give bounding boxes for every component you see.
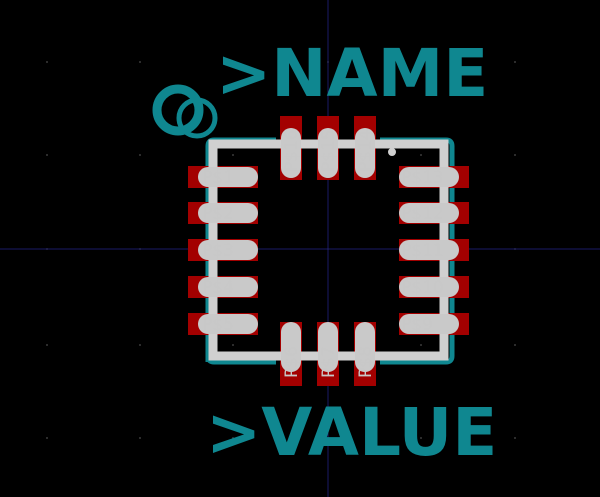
paste-right bbox=[399, 277, 459, 297]
paste-bottom bbox=[355, 322, 375, 372]
grid-dot bbox=[514, 61, 516, 63]
pin-label-top: P$15 bbox=[319, 129, 339, 172]
grid-dot bbox=[46, 61, 48, 63]
paste-left bbox=[198, 240, 258, 260]
grid-dot bbox=[139, 154, 141, 156]
pin-label-left: P$2 bbox=[202, 204, 234, 224]
pin-label-right: P$11 bbox=[401, 241, 444, 261]
grid-dot bbox=[232, 437, 234, 439]
grid-dot bbox=[46, 344, 48, 346]
pin-label-bottom: P$8 bbox=[356, 346, 376, 378]
pin-label-right: P$13 bbox=[401, 168, 444, 188]
grid-dot bbox=[232, 61, 234, 63]
grid-dot bbox=[139, 61, 141, 63]
paste-bottom bbox=[281, 322, 301, 372]
paste-top bbox=[318, 128, 338, 178]
pin1-dot bbox=[388, 148, 396, 156]
paste-bottom bbox=[318, 322, 338, 372]
pin-label-top: P$14 bbox=[356, 129, 376, 172]
grid-dot bbox=[514, 344, 516, 346]
paste-right bbox=[399, 203, 459, 223]
paste-right bbox=[399, 240, 459, 260]
paste-layer bbox=[198, 128, 459, 372]
pin-label-bottom: P$6 bbox=[282, 346, 302, 378]
paste-left bbox=[198, 203, 258, 223]
grid-dot bbox=[420, 154, 422, 156]
grid-dot bbox=[420, 344, 422, 346]
origin-marker-icon[interactable] bbox=[152, 84, 218, 139]
grid-dot bbox=[420, 61, 422, 63]
paste-left bbox=[198, 277, 258, 297]
paste-top bbox=[281, 128, 301, 178]
grid-dot bbox=[514, 437, 516, 439]
paste-top bbox=[355, 128, 375, 178]
pin-label-left: P$1 bbox=[202, 168, 234, 188]
pin-label-left: P$3 bbox=[202, 241, 234, 261]
grid-dot bbox=[139, 437, 141, 439]
pin-label-right: P$12 bbox=[401, 204, 444, 224]
grid-dot bbox=[139, 344, 141, 346]
pin-label-bottom: P$7 bbox=[319, 346, 339, 378]
pin-label-top: P$16 bbox=[282, 129, 302, 172]
paste-right bbox=[399, 167, 459, 187]
paste-right bbox=[399, 314, 459, 334]
pin-label-right: P$9 bbox=[401, 315, 433, 335]
paste-left bbox=[198, 167, 258, 187]
grid-dot bbox=[232, 344, 234, 346]
pin-label-right: P$10 bbox=[401, 278, 444, 298]
paste-left bbox=[198, 314, 258, 334]
grid-dot bbox=[46, 154, 48, 156]
pin-label-left: P$4 bbox=[202, 278, 234, 298]
grid-dot bbox=[420, 437, 422, 439]
grid-dot bbox=[232, 154, 234, 156]
value-placeholder-text[interactable]: >VALUE bbox=[206, 394, 497, 471]
pin-label-left: P$5 bbox=[202, 315, 234, 335]
grid-dot bbox=[514, 154, 516, 156]
name-placeholder-text[interactable]: >NAME bbox=[216, 35, 488, 112]
grid-dot bbox=[46, 437, 48, 439]
